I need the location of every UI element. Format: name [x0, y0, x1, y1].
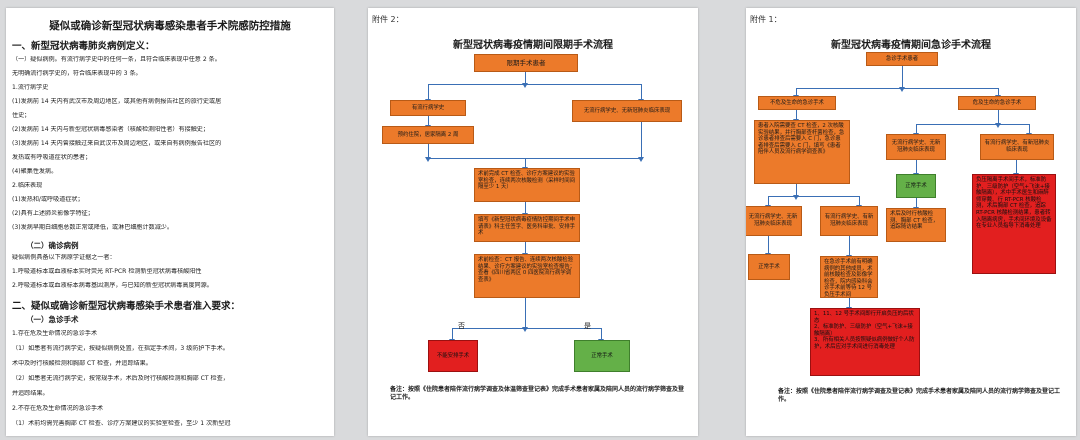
- document-line: （2）如患者无流行病学史，按常规手术，术后及时行核酸检测和胸部 CT 检查，: [12, 375, 229, 382]
- document-line: 术中及时行核酸检测和胸部 CT 检查，并追踪结果。: [12, 360, 152, 367]
- subsection-heading: （一）急诊手术: [26, 315, 79, 324]
- document-line: （一）疑似病例。有流行病学史中的任何一条，且符合临床表现中任意 2 条。: [12, 56, 221, 63]
- document-line: (1)发病前 14 天内有武汉市及周边地区，或其他有病例报告社区的旅行史或居: [12, 98, 222, 105]
- document-line: (2)具有上述肺炎影像学特征；: [12, 210, 94, 217]
- flowchart-title: 新型冠状病毒疫情期间急诊手术流程: [831, 40, 991, 51]
- flow-note: 备注：按照《住院患者陪伴流行病学调查及体温筛查登记表》完成手术患者家属及陪同人员…: [390, 386, 685, 401]
- flow-application-form: 填写《新型冠状病毒疫情防控期间手术申请表》科主任签字、医务科审批、安排手术: [474, 214, 580, 242]
- flow-note: 备注：按照《住院患者陪伴流行病学调查及登记表》完成手术患者家属及陪同人员的流行病…: [778, 388, 1061, 403]
- flow-no-surgery: 不能安排手术: [428, 340, 478, 372]
- flow-a-no-history: 无流行病学史、无新冠肺炎临床表现: [746, 206, 802, 236]
- document-line: 2.不存在危及生命情况的急诊手术: [12, 405, 104, 412]
- flow-life-threatening: 危及生命的急诊手术: [958, 96, 1036, 110]
- document-line: (2)发病前 14 天内与新型冠状病毒感染者（核酸检测阳性者）有接触史；: [12, 126, 209, 133]
- document-line: 2.呼吸道标本或血液标本病毒基因测序，与已知的新型冠状病毒高度同源。: [12, 282, 213, 289]
- flow-b-no-history: 无流行病学史、无新冠肺炎临床表现: [886, 134, 946, 160]
- branch-no-label: 否: [458, 322, 465, 330]
- document-line: 1.流行病学史: [12, 84, 49, 91]
- document-title: 疑似或确诊新型冠状病毒感染患者手术院感防控措施: [49, 20, 291, 32]
- document-line: 发热或有呼吸道症状的患者；: [12, 154, 92, 161]
- section-heading: 一、新型冠状病毒肺炎病例定义：: [12, 41, 155, 52]
- document-line: 2.临床表现: [12, 182, 43, 189]
- document-line: 1.呼吸道标本或血液标本实时荧光 RT-PCR 检测新型冠状病毒核酸阳性: [12, 268, 202, 275]
- document-line: 无明确流行病学史的，符合临床表现中的 3 条。: [12, 70, 142, 77]
- document-page: 疑似或确诊新型冠状病毒感染患者手术院感防控措施 一、新型冠状病毒肺炎病例定义： …: [6, 8, 334, 436]
- document-line: (4)聚集性发病。: [12, 168, 58, 175]
- flow-admission-check: 患者入院需要查 CT 检查，2 次核酸实验结果，并行胸部查杆菌检查，急诊患者排查…: [754, 120, 850, 184]
- flow-b-postop-followup: 术后及时行核酸检测、胸部 CT 检查，追踪随访结果: [886, 208, 946, 242]
- flow-preop-review: 术前检查：CT 报告、连续两次核酸检验结果、诊疗方案建议的实验室检查报告；查看《…: [474, 254, 580, 298]
- flow-preop-exam: 术前完成 CT 检查、诊疗方案建议的实验室检查，连续两次核酸检测（采样时间间隔至…: [474, 168, 580, 202]
- branch-yes-label: 是: [584, 322, 591, 330]
- flow-a-isolation-prep: 在急诊手术前有明确病例的其他成员，术前核酸检查及影像学检查，院内感染科会诊手术前…: [820, 256, 878, 298]
- flow-non-life-threatening: 不危及生命的急诊手术: [758, 96, 836, 110]
- flow-normal-surgery: 正常手术: [574, 340, 630, 372]
- flow-has-epi-history: 有流行病学史: [390, 100, 466, 116]
- flowchart-title: 新型冠状病毒疫情期间限期手术流程: [453, 40, 613, 51]
- subsection-heading: （二）确诊病例: [26, 241, 79, 250]
- flow-b-has-history: 有流行病学史、有新冠肺炎临床表现: [980, 134, 1054, 160]
- annex-label: 附件 1：: [750, 15, 782, 24]
- document-line: 并追踪结果。: [12, 390, 49, 397]
- flow-no-epi-history: 无流行病学史、无新冠肺炎临床表现: [572, 100, 682, 122]
- flow-b-normal-surgery: 正常手术: [896, 174, 936, 198]
- document-line: (1)发热和/或呼吸道症状；: [12, 196, 84, 203]
- document-line: (3)发病前 14 天内曾接触过来自武汉市及周边地区，或来自有病例报告社区的: [12, 140, 222, 147]
- flow-start: 限期手术患者: [474, 54, 578, 72]
- document-line: 1.存在危及生命情况的急诊手术: [12, 330, 98, 337]
- flow-home-isolation: 预约住院，居家隔离 2 周: [382, 126, 474, 144]
- flow-start: 急诊手术患者: [866, 52, 938, 66]
- flowchart-page-emergency: 附件 1： 新型冠状病毒疫情期间急诊手术流程 急诊手术患者 不危及生命的急诊手术…: [746, 8, 1076, 436]
- document-line: （1）如患者有流行病学史，按疑似病例处置，在指定手术间，3 级防护下手术。: [12, 345, 229, 352]
- flow-b-negative-pressure-room: 负压隔离手术间手术，标准防护、三级防护（空气+飞沫+接触隔离），术中手术医生和麻…: [972, 174, 1056, 274]
- document-line: 疑似病例具备以下病原学证据之一者：: [12, 254, 116, 261]
- flow-a-has-history: 有流行病学史、有新冠肺炎临床表现: [820, 206, 878, 236]
- document-line: 住史；: [12, 112, 31, 119]
- section-heading: 二、疑似或确诊新型冠状病毒感染手术患者准入要求：: [12, 301, 241, 312]
- annex-label: 附件 2：: [372, 15, 404, 24]
- flow-a-normal-surgery: 正常手术: [748, 254, 790, 280]
- document-line: (3)发病早期白细胞总数正常或降低，或淋巴细胞计数减少。: [12, 224, 173, 231]
- flowchart-page-elective: 附件 2： 新型冠状病毒疫情期间限期手术流程 限期手术患者 有流行病学史 无流行…: [368, 8, 698, 436]
- flow-a-negative-room-protection: 1、11、12 号手术间即行开启负压的后状态 2、标准防护、三级防护（空气+飞沫…: [810, 308, 920, 376]
- document-line: （1）术前均需完善胸部 CT 检查、诊疗方案建议的实验室检查，至少 1 次新型冠: [12, 420, 231, 427]
